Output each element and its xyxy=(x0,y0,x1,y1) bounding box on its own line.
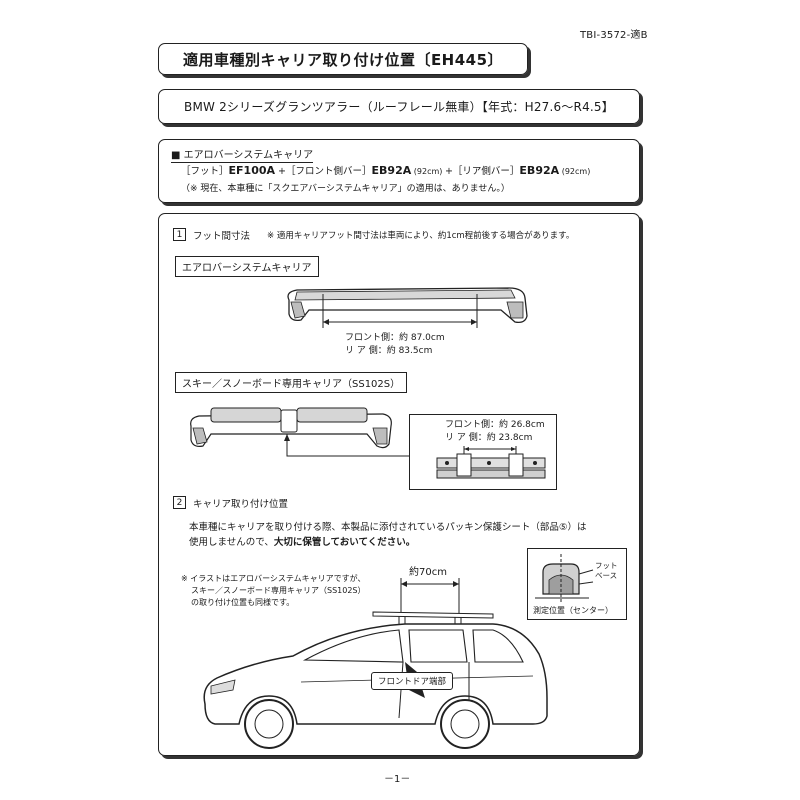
system-spec-box: ■ エアロバーシステムキャリア ［フット］EF100A +［フロント側バー］EB… xyxy=(158,139,640,203)
aero-rear-measure: リ ア 側：約 83.5cm xyxy=(345,346,433,356)
page-title: 適用車種別キャリア取り付け位置〔EH445〕 xyxy=(158,43,528,75)
foot-prefix: ［フット］ xyxy=(181,166,229,177)
front-bar-size: (92cm) xyxy=(411,167,445,176)
foot-code: EF100A xyxy=(228,164,276,177)
ski-detail-box xyxy=(409,414,557,490)
base-label: ベース xyxy=(595,571,618,580)
page-number: －1－ xyxy=(384,774,411,785)
measure-position-inset xyxy=(527,548,627,620)
instructions-box: 1 フット間寸法 ※ 適用キャリアフット間寸法は車両により、約1cm程前後する場… xyxy=(158,213,640,756)
section-1-number: 1 xyxy=(173,228,186,241)
system-heading: ■ エアロバーシステムキャリア xyxy=(171,146,314,163)
body-line-2-emphasis: 大切に保管しておいてください。 xyxy=(273,537,416,548)
rear-bar-size: (92cm) xyxy=(559,167,591,176)
foot-label: フット xyxy=(595,561,618,570)
ski-carrier-label: スキー／スノーボード専用キャリア（SS102S） xyxy=(175,372,408,393)
bar-spacing-arrow xyxy=(400,578,460,616)
front-bar-prefix: +［フロント側バー］ xyxy=(275,166,372,177)
rear-bar-code: EB92A xyxy=(519,164,560,177)
section-2-body-line-1: 本車種にキャリアを取り付ける際、本製品に添付されているパッキン保護シート（部品⑤… xyxy=(189,522,587,533)
system-parts-line: ［フット］EF100A +［フロント側バー］EB92A (92cm) +［リア側… xyxy=(181,163,590,177)
aero-bar-illustration xyxy=(287,287,528,324)
front-bar-code: EB92A xyxy=(371,164,412,177)
illustration-note-1: ※ イラストはエアロバーシステムキャリアですが、 xyxy=(181,574,366,583)
illustration-note-2: スキー／スノーボード専用キャリア（SS102S） xyxy=(191,586,366,595)
system-note: （※ 現在、本車種に「スクエアバーシステムキャリア」の適用は、ありません。） xyxy=(181,184,510,194)
section-1-title: フット間寸法 xyxy=(193,231,251,242)
section-2-body-line-2: 使用しませんので、大切に保管しておいてください。 xyxy=(189,534,415,548)
section-2-number: 2 xyxy=(173,496,186,509)
section-2-title: キャリア取り付け位置 xyxy=(193,499,289,510)
ski-detail-illustration xyxy=(436,446,546,479)
ski-pointer-arrow xyxy=(284,434,409,457)
aero-front-measure: フロント側：約 87.0cm xyxy=(345,333,445,343)
vehicle-model-box: BMW 2シリーズグランツアラー（ルーフレール無車）【年式：H27.6～R4.5… xyxy=(158,89,640,124)
aero-carrier-label: エアロバーシステムキャリア xyxy=(175,256,319,277)
measure-position-label: 測定位置（センター） xyxy=(533,606,613,615)
body-line-2-plain: 使用しませんので、 xyxy=(189,537,274,548)
section-1-note: ※ 適用キャリアフット間寸法は車両により、約1cm程前後する場合があります。 xyxy=(267,231,575,241)
ski-front-measure: フロント側：約 26.8cm xyxy=(445,420,545,430)
foot-detail-illustration xyxy=(535,554,594,602)
illustration-note-3: の取り付け位置も同様です。 xyxy=(191,598,295,607)
ski-carrier-illustration xyxy=(190,407,392,449)
rear-bar-prefix: +［リア側バー］ xyxy=(444,166,520,177)
document-code: TBI-3572-適B xyxy=(580,30,648,41)
aero-dimension-arrow xyxy=(322,294,478,328)
front-door-edge-label: フロントドア端部 xyxy=(371,672,454,690)
ski-rear-measure: リ ア 側：約 23.8cm xyxy=(445,433,533,443)
bar-spacing-label: 約70cm xyxy=(409,567,447,578)
